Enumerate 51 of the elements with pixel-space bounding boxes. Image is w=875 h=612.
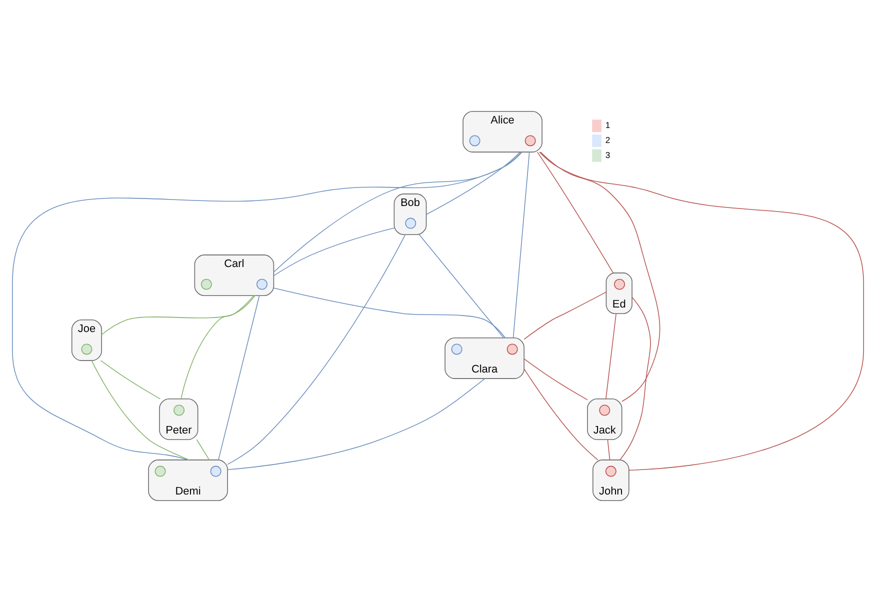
node-circle	[468, 135, 480, 146]
connector	[12, 152, 522, 460]
node-circle	[173, 404, 184, 416]
connector	[425, 152, 520, 215]
node-circle	[256, 278, 267, 290]
connector	[523, 368, 598, 460]
cluster: Joe	[70, 320, 102, 361]
node-circle	[450, 344, 462, 355]
connector	[272, 288, 506, 338]
connector	[523, 292, 606, 340]
node-circle	[404, 218, 416, 229]
node-circle	[210, 466, 221, 477]
cluster: Alice	[462, 111, 542, 152]
node-circle	[154, 466, 166, 477]
connector	[272, 152, 522, 273]
legend-label: 2	[604, 134, 610, 145]
connector	[226, 234, 406, 465]
connector	[538, 152, 864, 471]
node-circle	[598, 404, 610, 416]
connector	[418, 234, 504, 338]
cluster: Jack	[586, 398, 622, 440]
connector	[100, 295, 255, 336]
cluster: Clara	[444, 338, 524, 379]
node-circle	[506, 344, 518, 355]
cluster: John	[592, 460, 629, 501]
connector	[272, 228, 394, 276]
node-circle	[200, 278, 212, 290]
cluster: Bob	[393, 194, 426, 235]
cluster: Demi	[148, 460, 228, 501]
connector	[90, 360, 189, 460]
node-circle	[604, 466, 616, 477]
node-circle	[80, 344, 92, 355]
connector	[619, 296, 650, 460]
connector	[100, 360, 160, 400]
connector	[523, 358, 588, 400]
connector	[605, 313, 616, 400]
cluster: Carl	[194, 254, 274, 296]
connector	[226, 378, 485, 470]
cluster: Peter	[158, 398, 198, 440]
cluster: Ed	[605, 272, 632, 314]
connector	[540, 152, 660, 402]
connector	[606, 439, 610, 460]
node-circle	[614, 278, 624, 290]
legend-label: 3	[604, 150, 610, 160]
node-circle	[524, 135, 536, 146]
connector	[512, 152, 530, 338]
connector	[196, 439, 210, 460]
connector	[536, 152, 614, 274]
connector	[218, 295, 260, 460]
connector	[180, 295, 254, 400]
legend-label: 1	[604, 120, 610, 130]
